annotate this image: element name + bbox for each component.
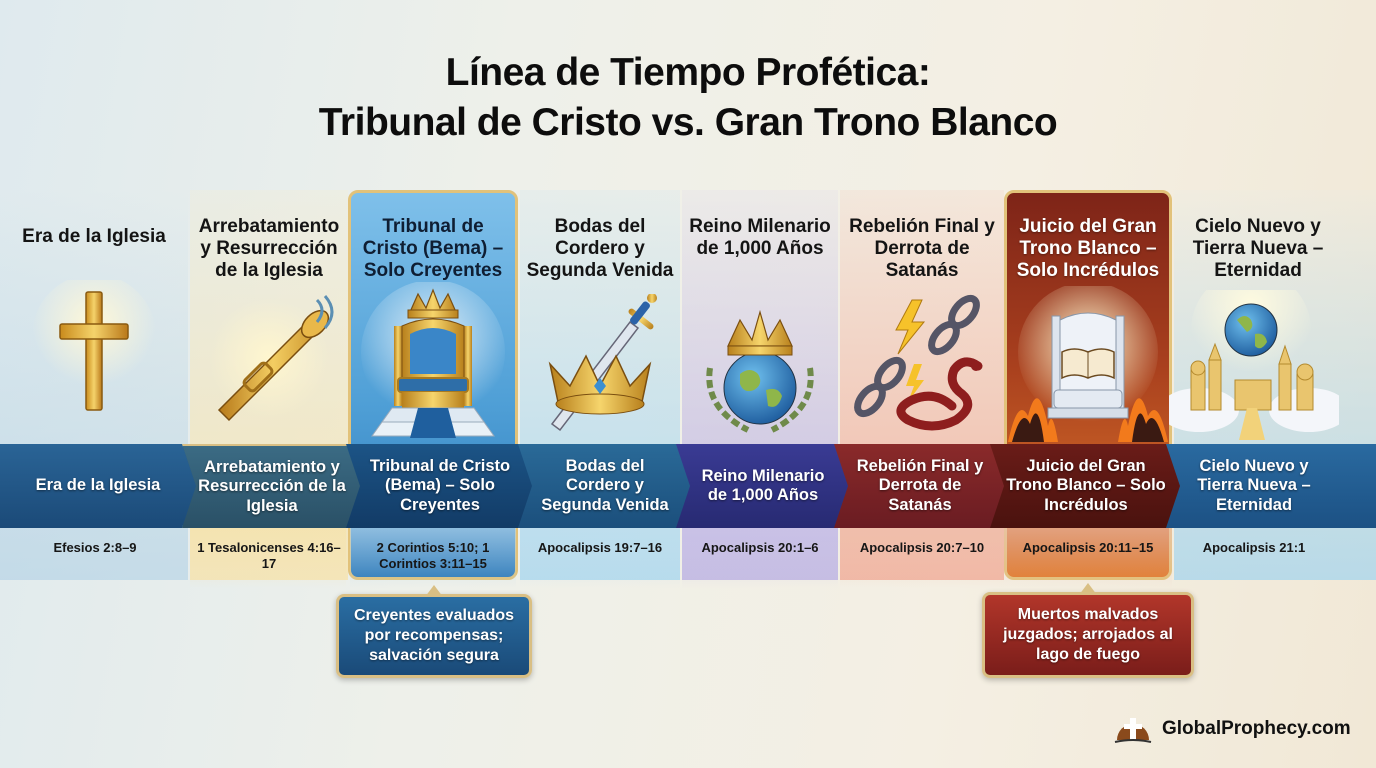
ref-bg (520, 528, 680, 588)
throne-with-crown-icon (358, 282, 508, 442)
ref-bg (1004, 528, 1172, 588)
ref-bg (682, 528, 838, 588)
callout-great-white-throne: Muertos malvados juzgados; arrojados al … (982, 592, 1194, 678)
scripture-reference: Apocalipsis 19:7–16 (537, 540, 663, 555)
title-line-2: Tribunal de Cristo vs. Gran Trono Blanco (318, 101, 1058, 144)
column-heading: Era de la Iglesia (22, 226, 166, 247)
column-heading: Bodas del Cordero y Segunda Venida (526, 216, 674, 281)
column-heading: Reino Milenario de 1,000 Años (689, 216, 831, 259)
band-segment-tribunal-cristo[interactable]: Tribunal de Cristo (Bema) – Solo Creyent… (346, 444, 534, 528)
column-heading: Rebelión Final y Derrota de Satanás (849, 216, 995, 281)
globe-heavenly-city-icon (1169, 290, 1339, 440)
page-title: Línea de Tiempo Profética: Tribunal de C… (0, 48, 1376, 148)
broken-chain-serpent-icon (852, 294, 992, 434)
scripture-reference: Apocalipsis 20:7–10 (859, 540, 985, 555)
ref-bg (840, 528, 1004, 588)
crown-and-sword-icon (530, 294, 670, 434)
scripture-reference: Apocalipsis 20:11–15 (1022, 540, 1154, 555)
white-throne-book-fire-icon (1008, 286, 1168, 442)
trumpet-icon (199, 288, 339, 428)
callout-bema: Creyentes evaluados por recompensas; sal… (336, 594, 532, 678)
band-segment-arrebatamiento[interactable]: Arrebatamiento y Resurrección de la Igle… (182, 444, 362, 528)
band-segment-juicio-gran-trono[interactable]: Juicio del Gran Trono Blanco – Solo Incr… (990, 444, 1182, 528)
scripture-reference: Efesios 2:8–9 (53, 540, 137, 555)
band-segment-bodas-cordero[interactable]: Bodas del Cordero y Segunda Venida (518, 444, 692, 528)
title-line-1: Línea de Tiempo Profética: (445, 51, 931, 94)
glowing-cross-icon (24, 280, 164, 420)
scripture-reference: 2 Corintios 5:10; 1 Corintios 3:11–15 (376, 540, 490, 571)
column-heading: Cielo Nuevo y Tierra Nueva – Eternidad (1192, 216, 1324, 281)
column-heading: Arrebatamiento y Resurrección de la Igle… (198, 216, 340, 281)
scripture-reference: Apocalipsis 20:1–6 (701, 540, 819, 555)
column-heading: Juicio del Gran Trono Blanco – Solo Incr… (1016, 216, 1160, 281)
site-name: GlobalProphecy.com (1162, 718, 1351, 739)
scripture-reference: 1 Tesalonicenses 4:16–17 (197, 540, 341, 571)
band-segment-reino-milenario[interactable]: Reino Milenario de 1,000 Años (676, 444, 850, 528)
column-heading: Tribunal de Cristo (Bema) – Solo Creyent… (362, 216, 504, 281)
band-segment-cielo-nuevo[interactable]: Cielo Nuevo y Tierra Nueva – Eternidad (1166, 444, 1376, 528)
site-logo[interactable]: GlobalProphecy.com (1114, 712, 1351, 746)
band-segment-era-iglesia[interactable]: Era de la Iglesia (0, 444, 196, 528)
cross-sunrise-icon (1114, 712, 1152, 746)
band-segment-rebelion-final[interactable]: Rebelión Final y Derrota de Satanás (834, 444, 1006, 528)
ref-bg (190, 528, 346, 588)
ref-bg (350, 528, 516, 588)
scripture-reference: Apocalipsis 21:1 (1202, 540, 1306, 555)
crowned-globe-laurel-icon (690, 298, 830, 438)
